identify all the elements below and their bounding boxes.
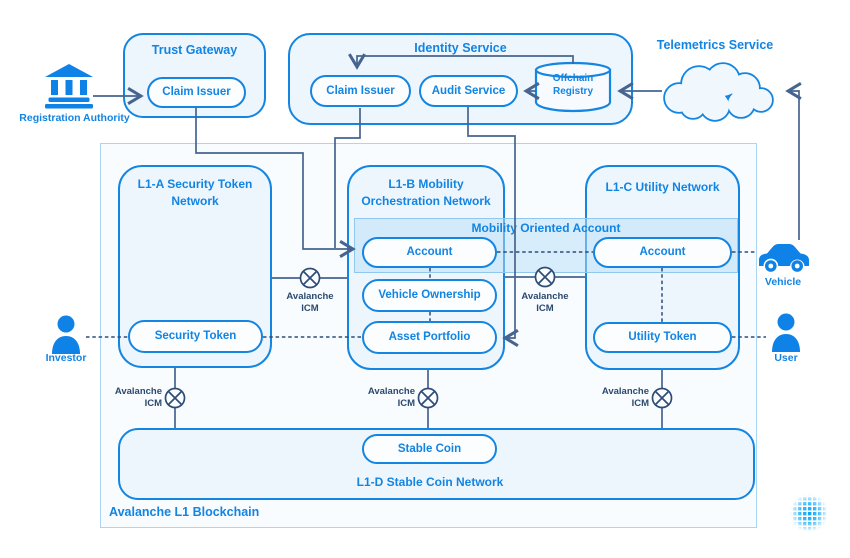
investor-label: Investor bbox=[45, 352, 87, 364]
l1c-account: Account bbox=[593, 237, 732, 268]
identity-claim-issuer: Claim Issuer bbox=[310, 75, 411, 107]
offchain-registry-label: Offchain Registry bbox=[552, 73, 594, 97]
dot-matrix-logo bbox=[789, 493, 829, 533]
icm-label-bc: Avalanche ICM bbox=[521, 291, 569, 315]
vehicle-icon bbox=[759, 244, 809, 272]
icm-label-c-bottom: Avalanche ICM bbox=[601, 386, 649, 410]
l1b-asset-portfolio: Asset Portfolio bbox=[362, 321, 497, 354]
telemetrics-title: Telemetrics Service bbox=[656, 38, 774, 52]
bank-icon bbox=[45, 64, 93, 109]
trust-gateway-title: Trust Gateway bbox=[151, 43, 238, 57]
vehicle-label: Vehicle bbox=[764, 276, 802, 288]
l1b-title: L1-B Mobility Orchestration Network bbox=[361, 177, 491, 209]
registration-authority-label: Registration Authority bbox=[19, 112, 130, 124]
user-label: User bbox=[774, 352, 798, 364]
icm-label-b-bottom: Avalanche ICM bbox=[367, 386, 415, 410]
l1d-title: L1-D Stable Coin Network bbox=[356, 475, 504, 489]
l1a-title: L1-A Security Token Network bbox=[137, 177, 253, 209]
l1d-stable-coin: Stable Coin bbox=[362, 434, 497, 464]
l1c-utility-token: Utility Token bbox=[593, 322, 732, 353]
avalanche-l1-label: Avalanche L1 Blockchain bbox=[109, 505, 260, 519]
identity-service-title: Identity Service bbox=[414, 41, 507, 55]
identity-audit-service: Audit Service bbox=[419, 75, 518, 107]
l1c-title: L1-C Utility Network bbox=[605, 180, 720, 194]
icm-label-a-bottom: Avalanche ICM bbox=[114, 386, 162, 410]
l1a-security-token: Security Token bbox=[128, 320, 263, 353]
cloud-icon bbox=[663, 62, 774, 122]
icm-label-ab: Avalanche ICM bbox=[286, 291, 334, 315]
user-icon bbox=[772, 313, 800, 352]
trust-gateway-claim-issuer: Claim Issuer bbox=[147, 77, 246, 108]
l1b-account: Account bbox=[362, 237, 497, 268]
mobility-oriented-account-label: Mobility Oriented Account bbox=[471, 221, 621, 235]
investor-icon bbox=[52, 315, 80, 354]
l1b-vehicle-ownership: Vehicle Ownership bbox=[362, 279, 497, 312]
